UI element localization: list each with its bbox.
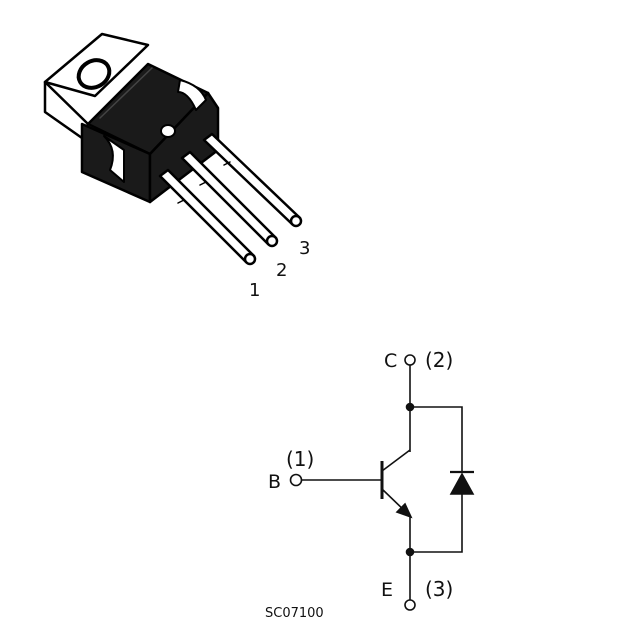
base-pin: (1) <box>286 447 314 471</box>
schematic-symbol <box>289 354 475 611</box>
emitter-letter: E <box>381 579 393 601</box>
pin-label-3: 3 <box>299 238 310 259</box>
body-bevel <box>99 67 153 119</box>
emitter-pin: (3) <box>425 577 453 601</box>
figure-code: SC07100 <box>265 606 324 621</box>
lead-3 <box>202 132 303 228</box>
body-notch-left <box>103 135 125 183</box>
collector-letter: C <box>384 350 397 372</box>
body-ejector-mark <box>160 124 176 138</box>
pin-label-1: 1 <box>249 280 260 301</box>
lead-2 <box>180 150 279 248</box>
collector-leg <box>381 449 411 472</box>
base-letter: B <box>268 471 281 493</box>
diode-triangle <box>449 472 475 495</box>
emitter-junction <box>405 547 415 557</box>
lead-1 <box>158 168 257 266</box>
collector-terminal <box>404 354 416 366</box>
emitter-terminal <box>404 599 416 611</box>
pin-label-2: 2 <box>276 260 287 281</box>
collector-pin: (2) <box>425 348 453 372</box>
mounting-hole <box>76 58 112 90</box>
emitter-arrow <box>395 502 413 519</box>
diode-loop-top <box>410 406 463 472</box>
to220-package <box>43 32 303 266</box>
diode-loop-bottom <box>410 494 463 553</box>
base-terminal <box>289 473 303 487</box>
body-notch-right <box>177 79 207 111</box>
